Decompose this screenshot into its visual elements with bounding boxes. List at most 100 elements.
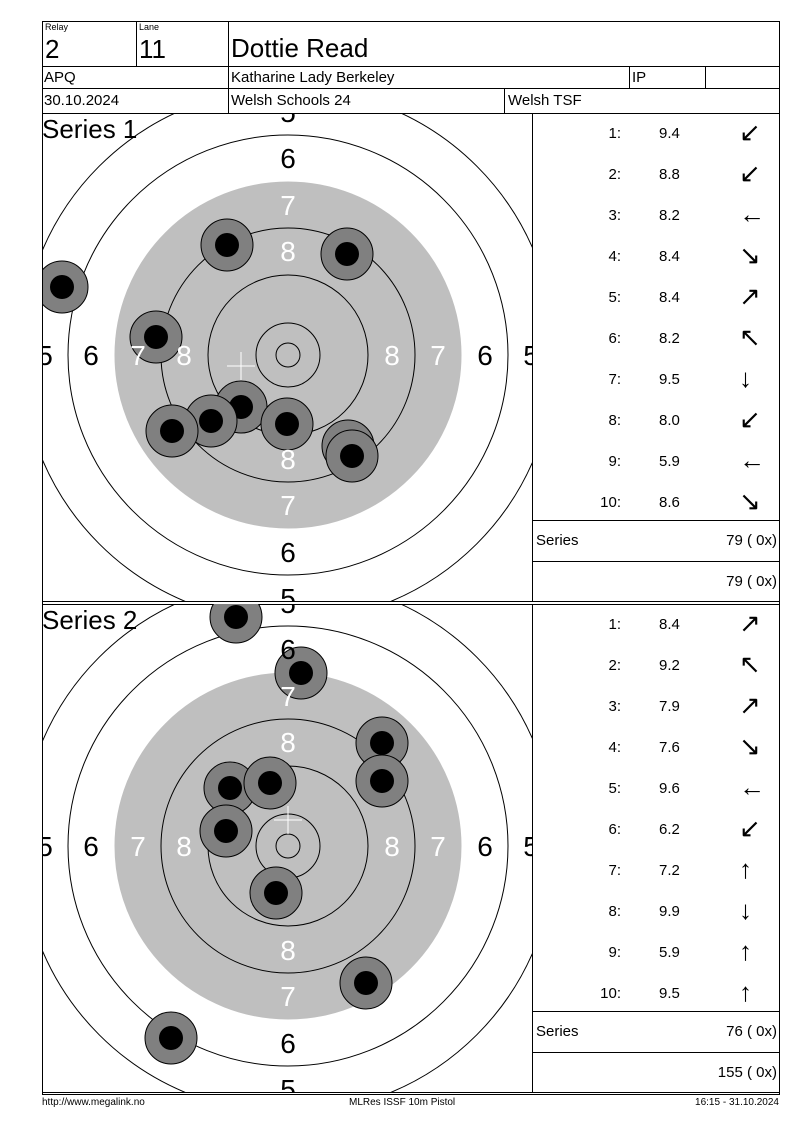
shot-row: 7: 7.2 ↑ — [533, 850, 779, 891]
shot-number: 8: — [608, 412, 621, 429]
shot-hit-center — [50, 275, 74, 299]
mean-point-cross — [274, 806, 302, 834]
shot-number: 3: — [608, 207, 621, 224]
ring-label: 5 — [280, 113, 296, 128]
series-total: 76 ( 0x) — [726, 1023, 777, 1040]
shot-score: 8.2 — [659, 207, 680, 224]
shot-direction-arrow-icon: ↑ — [739, 854, 752, 884]
series-title: Series 1 — [42, 114, 138, 144]
ring-label: 8 — [280, 935, 296, 966]
shot-direction-arrow-icon: ↙ — [739, 813, 761, 843]
shot-row: 8: 8.0 ↙ — [533, 400, 779, 441]
shot-hit-center — [258, 771, 282, 795]
shot-row: 1: 9.4 ↙ — [533, 113, 779, 154]
shot-row: 10: 8.6 ↘ — [533, 482, 779, 523]
shot-direction-arrow-icon: ↙ — [739, 158, 761, 188]
shot-row: 3: 7.9 ↗ — [533, 686, 779, 727]
shot-number: 8: — [608, 903, 621, 920]
shot-score: 8.0 — [659, 412, 680, 429]
shot-direction-arrow-icon: ↖ — [739, 649, 761, 679]
shot-row: 4: 7.6 ↘ — [533, 727, 779, 768]
shooter-name: Dottie Read — [231, 33, 369, 63]
shot-score: 9.5 — [659, 371, 680, 388]
shot-score: 8.4 — [659, 248, 680, 265]
shot-row: 7: 9.5 ↓ — [533, 359, 779, 400]
relay-label: Relay — [45, 22, 69, 32]
ring-label: 6 — [280, 1028, 296, 1059]
shot-number: 5: — [608, 780, 621, 797]
shot-row: 2: 9.2 ↖ — [533, 645, 779, 686]
shot-hit-center — [354, 971, 378, 995]
series-title: Series 2 — [42, 605, 138, 635]
shot-score: 8.8 — [659, 166, 680, 183]
shot-direction-arrow-icon: ↓ — [739, 363, 752, 393]
series-panel — [42, 604, 780, 1093]
ring-label: 7 — [280, 190, 296, 221]
ring — [67, 625, 509, 1067]
shot-direction-arrow-icon: ← — [739, 445, 765, 475]
lane-value: 11 — [139, 34, 166, 64]
shot-score: 8.4 — [659, 616, 680, 633]
ring-label: 8 — [176, 340, 192, 371]
shot-direction-arrow-icon: ↗ — [739, 608, 761, 638]
ring-label: 5 — [523, 340, 532, 371]
ring-label: 5 — [43, 831, 53, 862]
running-total: 155 ( 0x) — [717, 1064, 777, 1081]
ring — [160, 718, 416, 974]
shot-row: 3: 8.2 ← — [533, 195, 779, 236]
shot-number: 7: — [608, 862, 621, 879]
series-label: Series — [536, 1023, 579, 1040]
ring-label: 5 — [280, 604, 296, 619]
footer-program: MLRes ISSF 10m Pistol — [349, 1097, 456, 1108]
ring-label: 6 — [280, 537, 296, 568]
ring-label: 7 — [130, 831, 146, 862]
shot-score: 9.6 — [659, 780, 680, 797]
relay-cell: Relay 2 — [42, 21, 137, 67]
shot-score: 9.5 — [659, 985, 680, 1002]
divider — [532, 604, 533, 1093]
shot-direction-arrow-icon: ↑ — [739, 977, 752, 1007]
shot-row: 9: 5.9 ↑ — [533, 932, 779, 973]
ring-label: 7 — [280, 490, 296, 521]
shot-direction-arrow-icon: ← — [739, 772, 765, 802]
ring-label: 7 — [280, 981, 296, 1012]
shot-row: 5: 9.6 ← — [533, 768, 779, 809]
ring-label: 8 — [280, 727, 296, 758]
shot-direction-arrow-icon: ↙ — [739, 404, 761, 434]
organizer-value: Welsh TSF — [508, 92, 582, 109]
target: 5555666677778888 — [43, 113, 532, 601]
divider — [532, 113, 533, 602]
shot-hit-center — [340, 444, 364, 468]
target: 5555666677778888 — [43, 604, 532, 1092]
shot-number: 1: — [608, 616, 621, 633]
shot-hit-center — [275, 412, 299, 436]
shot-score: 8.4 — [659, 289, 680, 306]
shot-direction-arrow-icon: ← — [739, 199, 765, 229]
shot-hit-center — [289, 661, 313, 685]
shot-number: 6: — [608, 330, 621, 347]
running-total-row: 155 ( 0x) — [533, 1052, 779, 1093]
shot-hit-center — [144, 325, 168, 349]
aiming-black — [115, 673, 461, 1019]
ring-label: 5 — [280, 1074, 296, 1092]
shot-hit-center — [218, 776, 242, 800]
shot-row: 8: 9.9 ↓ — [533, 891, 779, 932]
shot-row: 1: 8.4 ↗ — [533, 604, 779, 645]
shot-score: 8.2 — [659, 330, 680, 347]
competition-value: Welsh Schools 24 — [231, 92, 351, 109]
ring-label: 7 — [430, 340, 446, 371]
shot-number: 4: — [608, 739, 621, 756]
date-value: 30.10.2024 — [44, 92, 120, 109]
footer-url[interactable]: http://www.megalink.no — [42, 1097, 145, 1108]
shot-score: 7.6 — [659, 739, 680, 756]
shot-hit-center — [160, 419, 184, 443]
relay-value: 2 — [45, 34, 60, 64]
footer-timestamp: 16:15 - 31.10.2024 — [695, 1097, 779, 1108]
shot-score: 9.4 — [659, 125, 680, 142]
ring-label: 6 — [83, 831, 99, 862]
shot-number: 9: — [608, 944, 621, 961]
shot-score: 7.2 — [659, 862, 680, 879]
shot-hit-center — [370, 731, 394, 755]
shot-row: 9: 5.9 ← — [533, 441, 779, 482]
